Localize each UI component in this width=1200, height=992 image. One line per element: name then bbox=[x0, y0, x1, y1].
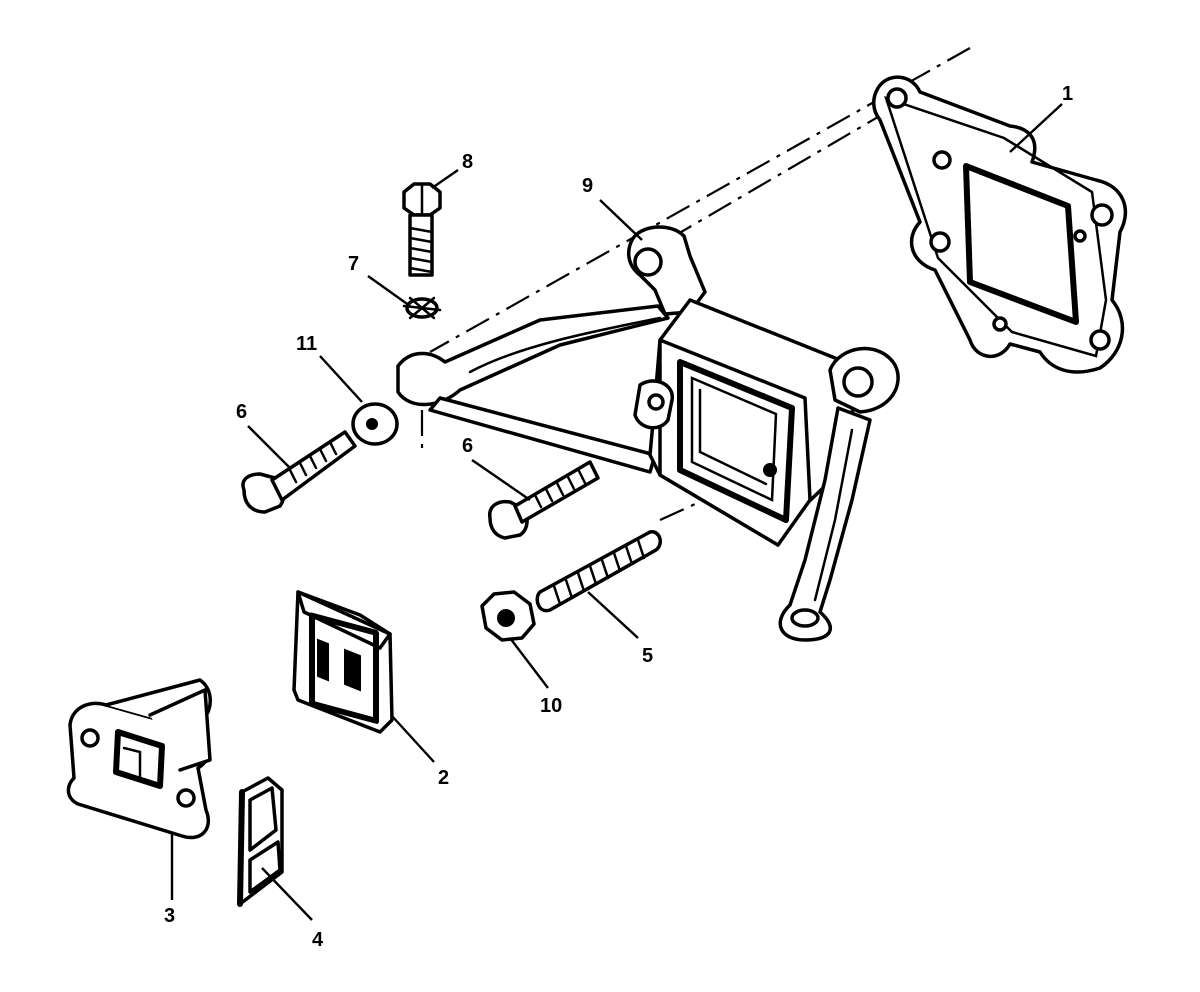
leader-lines bbox=[170, 103, 1063, 921]
callout-2: 2 bbox=[438, 767, 449, 789]
callout-9: 9 bbox=[582, 175, 593, 197]
reed-petals-part-4 bbox=[237, 776, 284, 907]
stud-part-5 bbox=[535, 530, 662, 613]
callout-3: 3 bbox=[164, 905, 175, 927]
washer-part-11 bbox=[351, 402, 399, 446]
callout-6-left: 6 bbox=[236, 401, 247, 423]
callout-11: 11 bbox=[296, 333, 317, 355]
reed-frame-part-2 bbox=[292, 590, 394, 734]
callout-6-middle: 6 bbox=[462, 435, 473, 457]
callout-labels: 1 2 3 4 5 6 6 7 8 9 10 11 bbox=[164, 83, 1073, 951]
callout-7: 7 bbox=[348, 253, 359, 275]
callout-8: 8 bbox=[462, 151, 473, 173]
housing-part-9 bbox=[396, 225, 900, 642]
bolt-part-8 bbox=[402, 182, 442, 277]
callout-1: 1 bbox=[1062, 83, 1073, 105]
gasket-part-1 bbox=[872, 75, 1128, 374]
callout-10: 10 bbox=[540, 695, 562, 717]
reed-plate-part-3 bbox=[66, 678, 212, 840]
screw-part-6a bbox=[241, 430, 357, 514]
lock-washer-part-7 bbox=[402, 296, 442, 320]
callout-5: 5 bbox=[642, 645, 653, 667]
screw-part-6b bbox=[488, 460, 600, 540]
nut-part-10 bbox=[480, 590, 536, 642]
callout-4: 4 bbox=[312, 929, 324, 951]
